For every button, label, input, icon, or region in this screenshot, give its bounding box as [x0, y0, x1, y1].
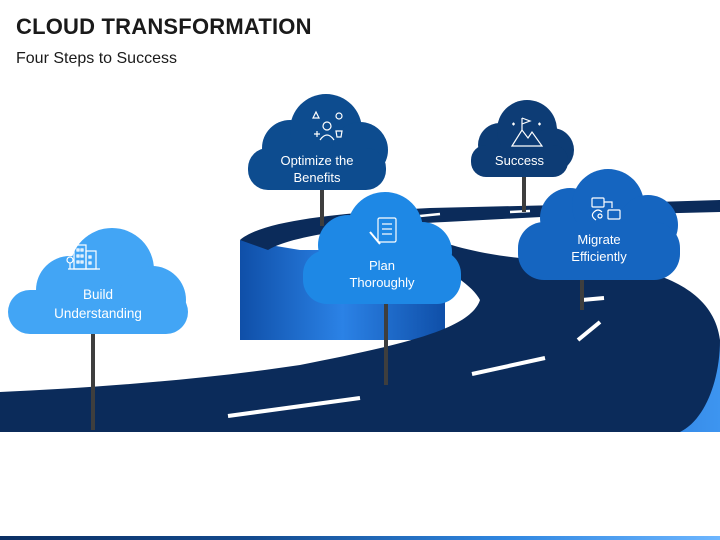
- checklist-icon: [369, 217, 397, 245]
- lane-markings: [227, 296, 605, 418]
- mountain-flag-icon: [510, 117, 544, 147]
- cloud-success: [471, 100, 574, 177]
- step-label-success: Success: [494, 153, 545, 168]
- page-subtitle: Four Steps to Success: [16, 50, 177, 67]
- page-title: CLOUD TRANSFORMATION: [16, 14, 312, 39]
- migration-icon: [591, 197, 621, 221]
- step-label-plan-thoroughly: Plan Thoroughly: [349, 258, 415, 290]
- cloud-plan-thoroughly: [303, 192, 461, 304]
- step-label-migrate-efficiently: Migrate Efficiently: [571, 232, 627, 264]
- cloud-build-understanding: [8, 228, 188, 334]
- footer-accent-bar: [0, 536, 720, 540]
- team-optimize-icon: [312, 110, 343, 141]
- step-label-optimize-benefits: Optimize the Benefits: [280, 153, 354, 185]
- signpost-poles: [91, 175, 584, 430]
- building-icon: [66, 244, 100, 270]
- cloud-migrate-efficiently: [518, 169, 680, 280]
- main-road: [0, 232, 720, 432]
- step-label-build-understanding: Build Understanding: [54, 287, 142, 321]
